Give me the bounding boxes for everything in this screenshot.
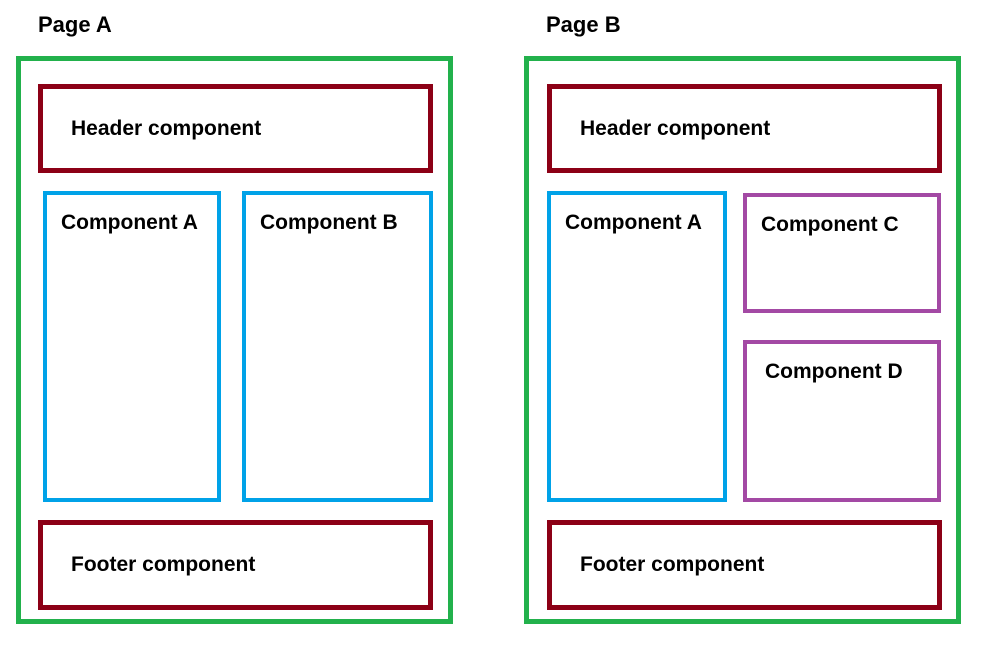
- page-b-component-d-box[interactable]: Component D: [743, 340, 941, 502]
- page-b-component-a-label: Component A: [565, 211, 702, 234]
- page-a-header-component-box[interactable]: Header component: [38, 84, 433, 173]
- page-a-component-a-label: Component A: [61, 211, 198, 234]
- page-b-title: Page B: [546, 12, 621, 37]
- page-a-header-label: Header component: [71, 116, 262, 140]
- page-a-title: Page A: [38, 12, 112, 37]
- page-a-component-b-label: Component B: [260, 211, 398, 234]
- page-b-frame: Header component Component A Component C…: [524, 56, 961, 624]
- page-a-frame: Header component Component A Component B…: [16, 56, 453, 624]
- page-b-footer-component-box[interactable]: Footer component: [547, 520, 942, 610]
- page-b-header-component-box[interactable]: Header component: [547, 84, 942, 173]
- page-b-header-label: Header component: [580, 116, 771, 140]
- page-a-footer-label: Footer component: [71, 553, 256, 576]
- page-a-footer-component-box[interactable]: Footer component: [38, 520, 433, 610]
- page-b-component-c-label: Component C: [761, 213, 899, 236]
- page-b-component-a-box[interactable]: Component A: [547, 191, 727, 502]
- page-b-component-c-box[interactable]: Component C: [743, 193, 941, 313]
- page-a-component-a-box[interactable]: Component A: [43, 191, 221, 502]
- page-b-component-d-label: Component D: [765, 360, 903, 383]
- page-b-footer-label: Footer component: [580, 553, 765, 576]
- page-a-component-b-box[interactable]: Component B: [242, 191, 433, 502]
